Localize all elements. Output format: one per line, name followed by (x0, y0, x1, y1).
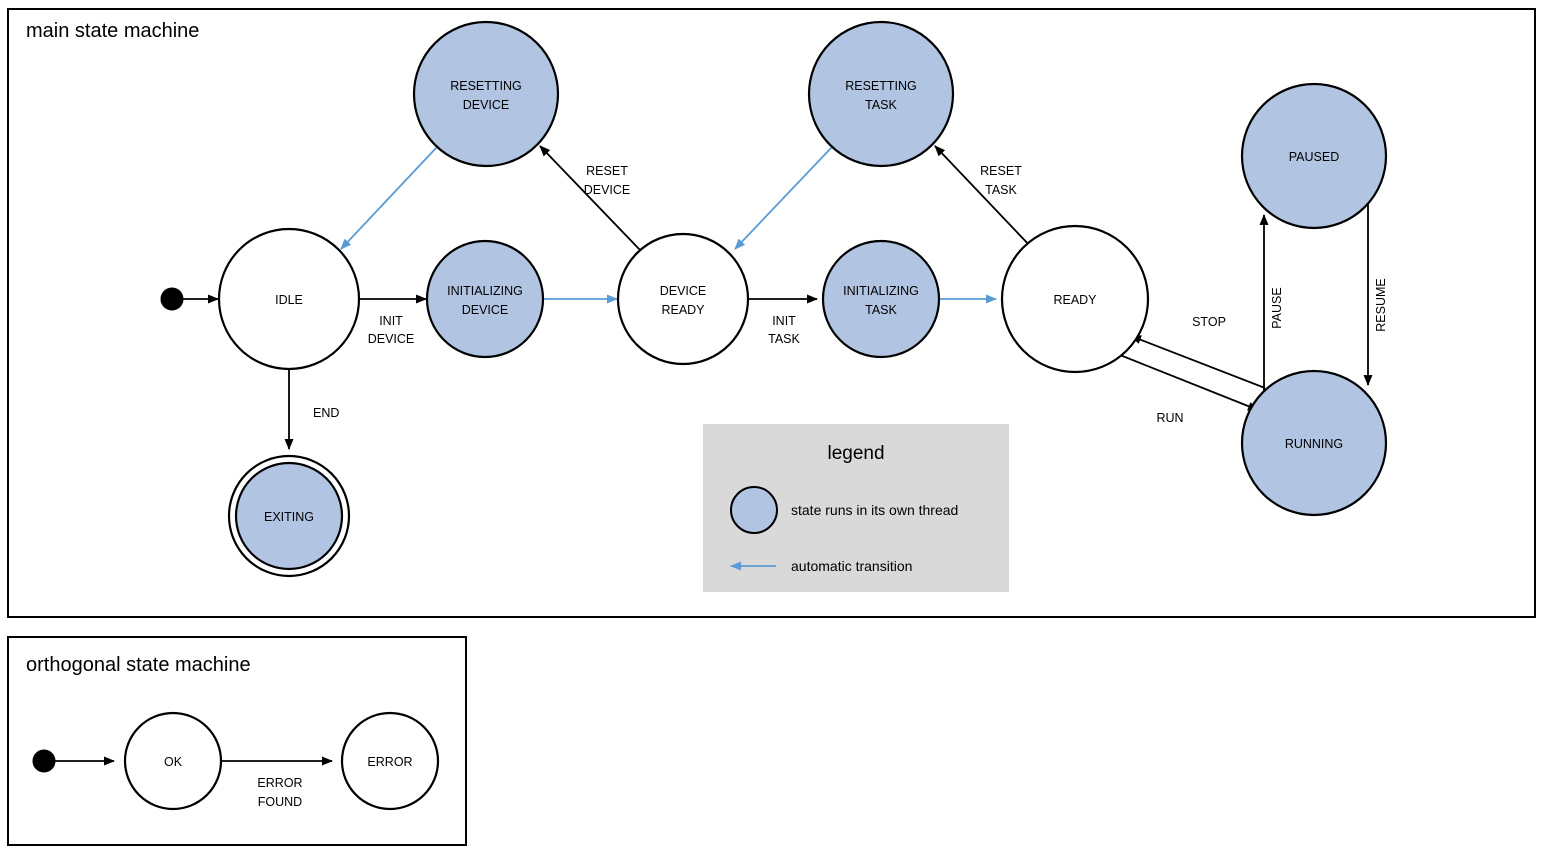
orthogonal-state-machine-title: orthogonal state machine (26, 654, 251, 676)
legend-auto-label: automatic transition (791, 558, 912, 574)
state-circle-idle (217, 227, 361, 371)
state-label-exiting: EXITING (264, 510, 314, 524)
orthogonal-state-machine-frame (7, 636, 467, 846)
legend-panel: legend state runs in its own thread auto… (703, 424, 1009, 592)
state-circle-exiting-inner (234, 461, 344, 571)
state-node-paused[interactable]: PAUSED (1240, 82, 1388, 230)
state-label-ok: OK (164, 755, 183, 769)
state-label-initializing-device-line2: DEVICE (462, 303, 509, 317)
state-label-running: RUNNING (1285, 437, 1343, 451)
state-label-resetting-task-line1: RESETTING (845, 79, 917, 93)
legend-thread-circle-icon (730, 486, 778, 534)
state-circle-initializing-device (425, 239, 545, 359)
state-circle-resetting-task (807, 20, 955, 168)
edge-label-resume: RESUME (1374, 278, 1388, 331)
edge-resetting-device-to-idle (340, 146, 438, 250)
state-node-error[interactable]: ERROR (340, 711, 440, 811)
edge-label-reset-device-line2: DEVICE (584, 183, 631, 197)
state-node-running[interactable]: RUNNING (1240, 369, 1388, 517)
state-node-device-ready[interactable]: DEVICE READY (616, 232, 750, 366)
state-circle-error (340, 711, 440, 811)
edge-resetting-task-to-device-ready (734, 146, 833, 250)
main-state-machine-title: main state machine (26, 20, 199, 42)
state-label-initializing-task-line2: TASK (865, 303, 897, 317)
initial-state-dot-orthogonal (32, 749, 56, 773)
state-node-resetting-device[interactable]: RESETTING DEVICE (412, 20, 560, 168)
state-circle-ready (1000, 224, 1150, 374)
edge-label-error-found-line2: FOUND (258, 795, 302, 809)
edge-label-stop: STOP (1192, 315, 1226, 329)
state-node-ok[interactable]: OK (123, 711, 223, 811)
state-node-initializing-device[interactable]: INITIALIZING DEVICE (425, 239, 545, 359)
legend-title: legend (827, 443, 884, 464)
edge-device-ready-to-resetting-device (539, 145, 641, 251)
edge-label-init-task-line2: TASK (768, 332, 800, 346)
state-node-exiting[interactable]: EXITING (227, 454, 351, 578)
state-label-resetting-task-line2: TASK (865, 98, 897, 112)
main-state-machine-frame (7, 8, 1536, 618)
edge-label-run: RUN (1156, 411, 1183, 425)
state-circle-resetting-device (412, 20, 560, 168)
state-circle-paused (1240, 82, 1388, 230)
state-label-resetting-device-line1: RESETTING (450, 79, 522, 93)
state-label-resetting-device-line2: DEVICE (463, 98, 510, 112)
edge-label-end: END (313, 406, 339, 420)
edge-label-error-found-line1: ERROR (257, 776, 302, 790)
state-label-idle: IDLE (275, 293, 303, 307)
state-node-resetting-task[interactable]: RESETTING TASK (807, 20, 955, 168)
edge-ready-to-running (1119, 354, 1259, 411)
edge-label-pause: PAUSE (1270, 287, 1284, 328)
state-circle-device-ready (616, 232, 750, 366)
edge-label-init-device-line2: DEVICE (368, 332, 415, 346)
edge-label-reset-task-line2: TASK (985, 183, 1017, 197)
state-node-initializing-task[interactable]: INITIALIZING TASK (821, 239, 941, 359)
state-label-device-ready-line1: DEVICE (660, 284, 707, 298)
state-label-initializing-device-line1: INITIALIZING (447, 284, 523, 298)
legend-thread-label: state runs in its own thread (791, 502, 958, 518)
state-label-paused: PAUSED (1289, 150, 1339, 164)
state-label-device-ready-line2: READY (661, 303, 705, 317)
state-label-ready: READY (1053, 293, 1097, 307)
initial-state-dot-main (160, 287, 184, 311)
edge-label-reset-task-line1: RESET (980, 164, 1022, 178)
edge-label-reset-device-line1: RESET (586, 164, 628, 178)
edge-label-init-device-line1: INIT (379, 314, 403, 328)
state-node-idle[interactable]: IDLE (217, 227, 361, 371)
edge-label-init-task-line1: INIT (772, 314, 796, 328)
state-circle-ok (123, 711, 223, 811)
state-label-error: ERROR (367, 755, 412, 769)
edge-ready-to-resetting-task (934, 145, 1034, 250)
edge-running-to-ready (1130, 335, 1266, 389)
state-circle-initializing-task (821, 239, 941, 359)
state-node-ready[interactable]: READY (1000, 224, 1150, 374)
state-circle-running (1240, 369, 1388, 517)
state-label-initializing-task-line1: INITIALIZING (843, 284, 919, 298)
